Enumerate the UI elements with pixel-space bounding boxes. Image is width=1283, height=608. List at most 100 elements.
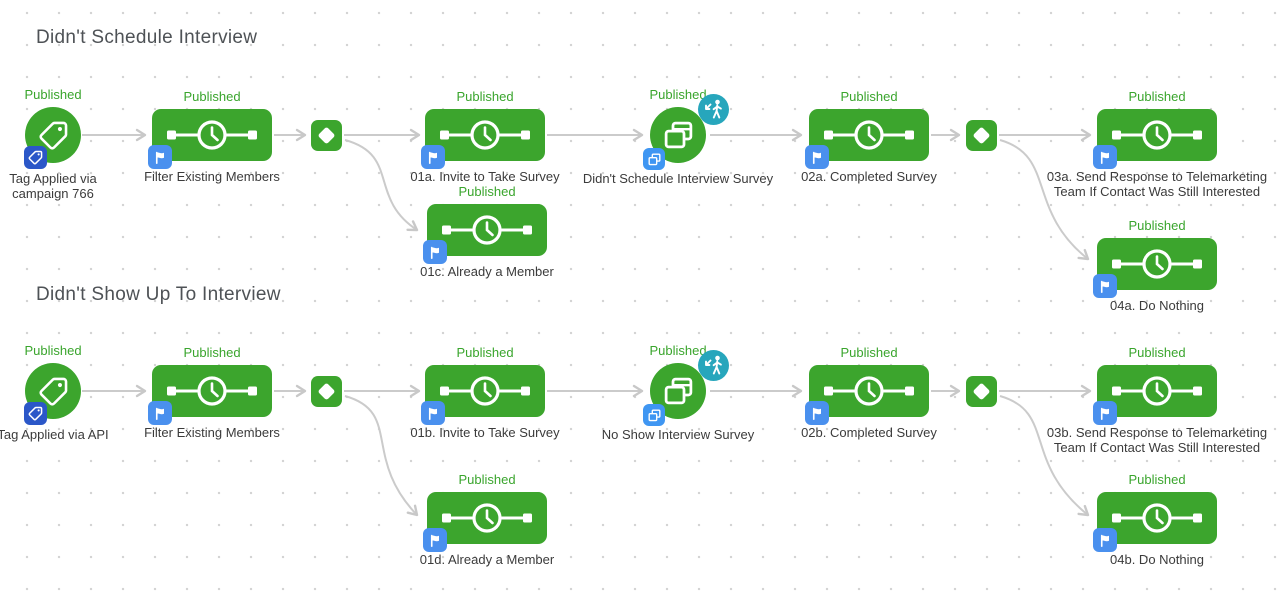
- timer-icon: [1112, 249, 1202, 279]
- tag-icon: [28, 150, 43, 165]
- connector-arrow: [344, 395, 419, 517]
- w1-decision-split-2[interactable]: [966, 120, 997, 151]
- timer-icon: [824, 120, 914, 150]
- timer-icon: [167, 120, 257, 150]
- timer-shape: [1097, 365, 1217, 417]
- flag-badge-icon: [1093, 274, 1117, 298]
- node-label: 04a. Do Nothing: [1110, 298, 1204, 313]
- w1-step-03a-send-response-telemarketing[interactable]: Published 03a. Send Response to Telemarke…: [1047, 89, 1267, 198]
- node-label: Filter Existing Members: [144, 169, 280, 184]
- w2-decision-split-1[interactable]: [311, 376, 342, 407]
- node-label: 03a. Send Response to Telemarketing Team…: [1046, 169, 1268, 199]
- status-label: Published: [1128, 472, 1186, 487]
- status-label: Published: [1128, 345, 1186, 360]
- flag-icon: [1100, 407, 1109, 420]
- flag-badge-icon: [148, 401, 172, 425]
- timer-icon: [167, 376, 257, 406]
- flag-icon: [428, 151, 437, 164]
- flag-icon: [1100, 151, 1109, 164]
- flag-icon: [155, 151, 164, 164]
- diamond-shape: [966, 120, 997, 151]
- timer-shape: [427, 204, 547, 256]
- pages-icon: [648, 153, 660, 165]
- flag-icon: [428, 407, 437, 420]
- node-label: 01c. Already a Member: [420, 264, 554, 279]
- w2-decision-split-2[interactable]: [966, 376, 997, 407]
- timer-shape: [809, 365, 929, 417]
- node-label: 02a. Completed Survey: [801, 169, 937, 184]
- flag-badge-icon: [1093, 528, 1117, 552]
- status-label: Published: [1128, 89, 1186, 104]
- node-label: Didn't Schedule Interview Survey: [582, 171, 774, 186]
- walking-badge-icon: [698, 350, 729, 381]
- walking-exit-icon: [705, 99, 722, 119]
- w1-decision-split-1[interactable]: [311, 120, 342, 151]
- timer-shape: [427, 492, 547, 544]
- flag-icon: [155, 407, 164, 420]
- status-label: Published: [458, 472, 516, 487]
- status-label: Published: [183, 89, 241, 104]
- diamond-shape: [966, 376, 997, 407]
- node-label: No Show Interview Survey: [601, 427, 755, 442]
- pages-icon: [648, 409, 660, 421]
- w2-step-03b-send-response-telemarketing[interactable]: Published 03b. Send Response to Telemarke…: [1047, 345, 1267, 454]
- timer-icon: [442, 215, 532, 245]
- w2-step-02b-completed-survey[interactable]: Published 02b. Completed Survey: [801, 345, 937, 440]
- status-label: Published: [456, 89, 514, 104]
- flag-badge-icon: [421, 401, 445, 425]
- flag-badge-icon: [805, 401, 829, 425]
- flag-badge-icon: [805, 145, 829, 169]
- node-label: 03b. Send Response to Telemarketing Team…: [1046, 425, 1268, 455]
- flag-icon: [1100, 534, 1109, 547]
- pages-badge-icon: [643, 148, 665, 170]
- diamond-shape: [311, 120, 342, 151]
- flag-icon: [1100, 280, 1109, 293]
- flag-badge-icon: [421, 145, 445, 169]
- node-label: Tag Applied via API: [0, 427, 109, 442]
- timer-shape: [1097, 492, 1217, 544]
- node-label: Tag Applied via campaign 766: [9, 171, 97, 201]
- timer-icon: [824, 376, 914, 406]
- node-label: 01b. Invite to Take Survey: [410, 425, 560, 440]
- node-label: 02b. Completed Survey: [801, 425, 937, 440]
- timer-shape: [425, 365, 545, 417]
- flag-icon: [812, 407, 821, 420]
- workflow-title-1: Didn't Schedule Interview: [36, 27, 258, 48]
- node-label: 01a. Invite to Take Survey: [410, 169, 560, 184]
- connector-arrow: [999, 395, 1090, 517]
- status-label: Published: [24, 87, 82, 102]
- timer-shape: [1097, 238, 1217, 290]
- flag-icon: [430, 534, 439, 547]
- walking-exit-icon: [705, 355, 722, 375]
- status-label: Published: [840, 345, 898, 360]
- decision-diamond-icon: [973, 127, 990, 144]
- flag-icon: [812, 151, 821, 164]
- tag-icon: [38, 121, 67, 150]
- flag-badge-icon: [423, 240, 447, 264]
- survey-pages-icon: [664, 377, 692, 404]
- tag-badge-icon: [24, 402, 47, 425]
- w1-step-01a-invite-to-take-survey[interactable]: Published 01a. Invite to Take Survey: [410, 89, 559, 184]
- pages-badge-icon: [643, 404, 665, 426]
- workflow-title-2: Didn't Show Up To Interview: [36, 284, 281, 305]
- w2-survey-no-show-interview[interactable]: Published No Show Interview Survey: [602, 343, 754, 442]
- timer-icon: [1112, 120, 1202, 150]
- timer-icon: [442, 503, 532, 533]
- status-label: Published: [649, 343, 707, 358]
- status-label: Published: [649, 87, 707, 102]
- survey-pages-icon: [664, 121, 692, 148]
- timer-shape: [152, 365, 272, 417]
